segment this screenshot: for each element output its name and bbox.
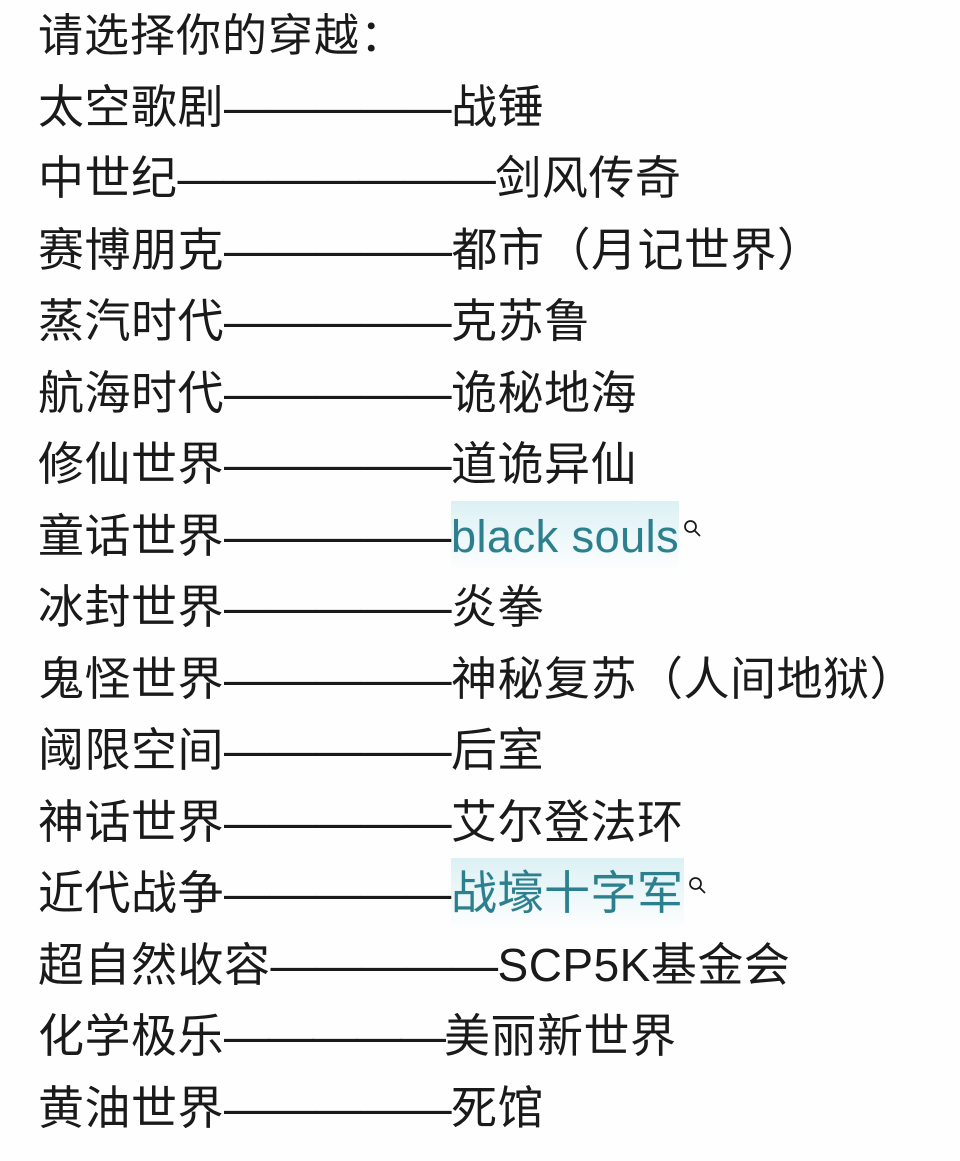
work-label: 艾尔登法环: [451, 795, 684, 848]
work-label: 神秘复苏（人间地狱）: [451, 652, 917, 705]
setting-label: 航海时代: [38, 366, 224, 419]
separator-dashes: —————: [224, 795, 452, 848]
list-item: 阈限空间—————后室: [0, 715, 960, 787]
list-item: 航海时代—————诡秘地海: [0, 358, 960, 430]
search-icon[interactable]: [687, 875, 707, 895]
separator-dashes: —————: [224, 295, 452, 347]
work-label: 道诡异仙: [451, 438, 638, 490]
work-link[interactable]: black souls: [451, 500, 680, 572]
setting-label: 近代战争: [38, 867, 224, 919]
work-label: 死馆: [451, 1081, 545, 1134]
separator-dashes: —————: [224, 1081, 452, 1134]
work-label: 克苏鲁: [451, 295, 591, 347]
list-item: 童话世界—————black souls: [0, 500, 960, 572]
crossover-list: 太空歌剧—————战锤中世纪———————剑风传奇赛博朋克—————都市（月记世…: [0, 72, 960, 1145]
work-link[interactable]: 战壕十字军: [451, 858, 684, 930]
separator-dashes: —————: [224, 509, 452, 562]
separator-dashes: —————: [224, 438, 452, 490]
work-label: 剑风传奇: [495, 152, 682, 204]
separator-dashes: —————: [270, 938, 499, 991]
setting-label: 冰封世界: [38, 581, 224, 633]
separator-dashes: —————: [224, 652, 452, 705]
setting-label: 化学极乐: [38, 1010, 224, 1062]
setting-label: 修仙世界: [38, 438, 224, 490]
list-item: 冰封世界—————炎拳: [0, 572, 960, 644]
separator-dashes: —————: [224, 581, 452, 633]
setting-label: 黄油世界: [38, 1081, 224, 1134]
work-label: 炎拳: [451, 581, 545, 633]
separator-dashes: —————: [224, 366, 452, 419]
setting-label: 阈限空间: [38, 724, 224, 776]
list-item: 神话世界—————艾尔登法环: [0, 787, 960, 859]
list-item: 化学极乐—————美丽新世界: [0, 1001, 960, 1073]
setting-label: 赛博朋克: [38, 223, 224, 276]
list-item: 超自然收容—————SCP5K基金会: [0, 930, 960, 1002]
search-icon[interactable]: [682, 518, 702, 538]
setting-label: 蒸汽时代: [38, 295, 224, 347]
separator-dashes: —————: [224, 867, 452, 919]
separator-dashes: —————: [224, 724, 452, 776]
work-label: 后室: [451, 724, 545, 776]
work-label: 都市（月记世界）: [451, 223, 824, 276]
setting-label: 超自然收容: [38, 938, 271, 991]
separator-dashes: —————: [224, 1010, 446, 1062]
list-item: 修仙世界—————道诡异仙: [0, 429, 960, 501]
setting-label: 神话世界: [38, 795, 224, 848]
list-item: 黄油世界—————死馆: [0, 1073, 960, 1145]
separator-dashes: —————: [224, 223, 452, 276]
separator-dashes: —————: [224, 80, 452, 133]
setting-label: 中世纪: [38, 152, 178, 204]
setting-label: 太空歌剧: [38, 80, 224, 133]
setting-label: 鬼怪世界: [38, 652, 224, 705]
list-item: 太空歌剧—————战锤: [0, 72, 960, 144]
work-label: 诡秘地海: [451, 366, 638, 419]
page-title: 请选择你的穿越：: [0, 0, 960, 72]
separator-dashes: ———————: [177, 152, 496, 204]
setting-label: 童话世界: [38, 509, 224, 562]
work-label: 战锤: [451, 80, 545, 133]
work-label: 美丽新世界: [444, 1010, 677, 1062]
list-item: 蒸汽时代—————克苏鲁: [0, 286, 960, 358]
work-label: SCP5K基金会: [497, 938, 791, 991]
list-item: 赛博朋克—————都市（月记世界）: [0, 215, 960, 287]
list-item: 中世纪———————剑风传奇: [0, 143, 960, 215]
page-title-text: 请选择你的穿越：: [38, 10, 407, 61]
list-item: 鬼怪世界—————神秘复苏（人间地狱）: [0, 644, 960, 716]
list-item: 近代战争—————战壕十字军: [0, 858, 960, 930]
